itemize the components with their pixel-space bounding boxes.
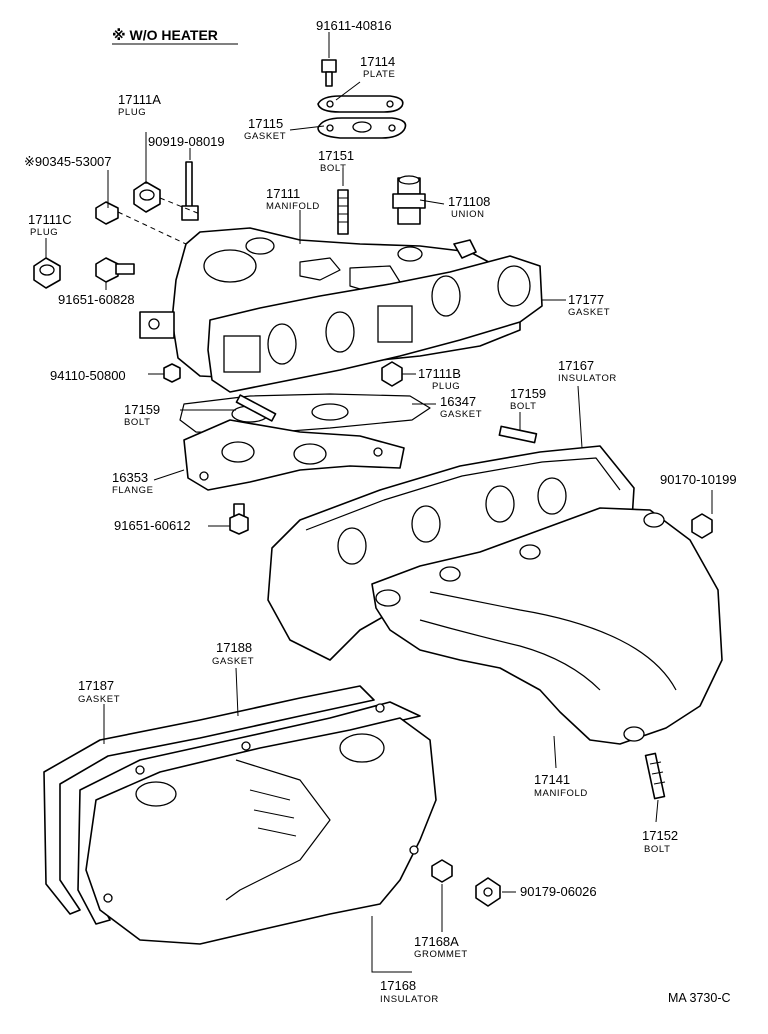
- label-17177-name: GASKET: [568, 307, 610, 318]
- bolt-91611-40816-drawing: [321, 32, 337, 87]
- label-17177: 17177: [568, 292, 604, 307]
- label-16353-name: FLANGE: [112, 485, 154, 496]
- bolt-17159-left-drawing: [235, 394, 277, 422]
- label-171108: 171108: [448, 194, 490, 209]
- label-171108-name: UNION: [451, 209, 485, 220]
- plug-17111C-drawing: [33, 257, 61, 289]
- bolt-17151-drawing: [337, 189, 349, 235]
- label-17151-name: BOLT: [320, 163, 347, 174]
- insulator-17168-drawing: [85, 717, 437, 945]
- label-17114-name: PLATE: [363, 69, 395, 80]
- label-17111A: 17111A: [118, 92, 161, 107]
- label-17141: 17141: [534, 772, 570, 787]
- label-90179-06026: 90179-06026: [520, 884, 597, 899]
- label-17141-name: MANIFOLD: [534, 788, 588, 799]
- label-17111: 17111: [266, 186, 300, 201]
- label-17115-name: GASKET: [244, 131, 286, 142]
- label-17151: 17151: [318, 148, 354, 163]
- bolt-90919-08019-drawing: [181, 161, 199, 221]
- nut-90170-10199-drawing: [691, 513, 713, 539]
- plate-17114-drawing: [317, 95, 404, 113]
- label-90919-08019: 90919-08019: [148, 134, 225, 149]
- assembly-line-plug: [117, 211, 187, 245]
- gasket-17187-drawing: [43, 685, 375, 915]
- label-17111A-name: PLUG: [118, 107, 146, 118]
- label-17159-right: 17159: [510, 386, 546, 401]
- plug-90345-53007-drawing: [95, 201, 119, 225]
- label-17188: 17188: [216, 640, 252, 655]
- gasket-17115-drawing: [317, 117, 407, 139]
- label-91651-60612: 91651-60612: [114, 518, 191, 533]
- label-17167-name: INSULATOR: [558, 373, 617, 384]
- label-90345-53007: ※90345-53007: [24, 154, 112, 169]
- label-17168: 17168: [380, 978, 416, 993]
- label-17111-name: MANIFOLD: [266, 201, 320, 212]
- label-91651-60828: 91651-60828: [58, 292, 135, 307]
- label-17168A-name: GROMMET: [414, 949, 468, 960]
- callout-labels: 91611-40816 17114 PLATE 17115 GASKET 171…: [24, 18, 737, 1005]
- label-17111C-name: PLUG: [30, 227, 58, 238]
- nut-94110-50800-drawing: [163, 363, 181, 383]
- stud-91651-60828-drawing: [95, 257, 135, 283]
- label-17115: 17115: [248, 116, 283, 131]
- label-17159-left: 17159: [124, 402, 160, 417]
- bolt-17159-right-drawing: [498, 425, 538, 444]
- gasket-17177-drawing: [207, 255, 543, 393]
- grommet-17168A-drawing: [431, 859, 453, 883]
- bolt-17152-drawing: [644, 752, 666, 800]
- plug-17111B-drawing: [381, 361, 403, 387]
- label-17168A: 17168A: [414, 934, 459, 949]
- label-17111C: 17111C: [28, 212, 72, 227]
- label-16353: 16353: [112, 470, 148, 485]
- leader-lines: [45, 81, 713, 973]
- label-17111B: 17111B: [418, 366, 461, 381]
- insulator-17167-drawing: [267, 445, 635, 661]
- label-17187-name: GASKET: [78, 694, 120, 705]
- label-17152-name: BOLT: [644, 844, 671, 855]
- label-16347-name: GASKET: [440, 409, 482, 420]
- label-17114: 17114: [360, 54, 395, 69]
- nut-90179-06026-drawing: [475, 877, 501, 907]
- reference-code: MA 3730-C: [668, 991, 731, 1005]
- label-17167: 17167: [558, 358, 594, 373]
- label-17168-name: INSULATOR: [380, 994, 439, 1005]
- label-17187: 17187: [78, 678, 114, 693]
- label-91611-40816: 91611-40816: [316, 18, 392, 33]
- plug-17111A-drawing: [133, 181, 161, 213]
- flange-16353-drawing: [183, 419, 405, 491]
- assembly-line-plug-a: [159, 197, 201, 215]
- without-heater-note: ※ W/O HEATER: [112, 27, 218, 43]
- exhaust-manifold-17141-drawing: [371, 507, 723, 745]
- label-17159-left-name: BOLT: [124, 417, 151, 428]
- stud-91651-60612-drawing: [229, 503, 249, 535]
- label-16347: 16347: [440, 394, 476, 409]
- label-17152: 17152: [642, 828, 678, 843]
- label-90170-10199: 90170-10199: [660, 472, 737, 487]
- label-17188-name: GASKET: [212, 656, 254, 667]
- label-17111B-name: PLUG: [432, 381, 460, 392]
- label-17159-right-name: BOLT: [510, 401, 537, 412]
- label-94110-50800: 94110-50800: [50, 368, 126, 383]
